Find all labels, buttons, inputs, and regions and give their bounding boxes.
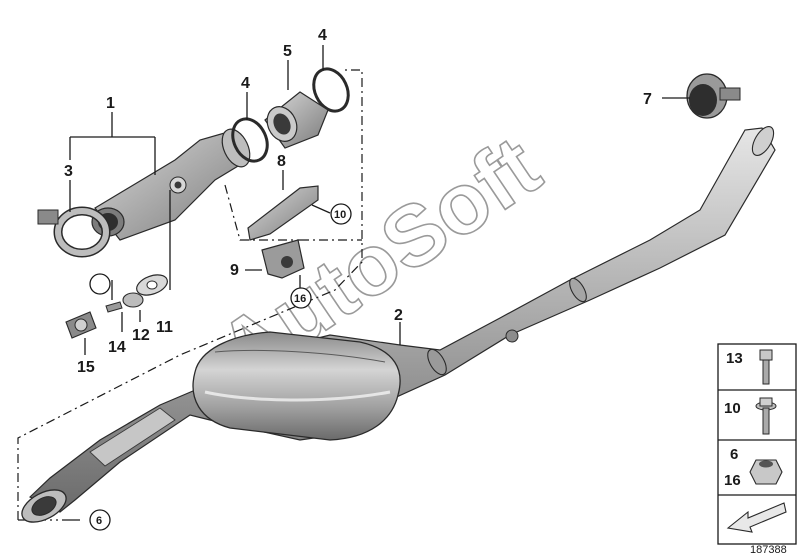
panel-label-13: 13 xyxy=(726,350,743,367)
ref-10: 10 xyxy=(334,209,346,221)
gasket-small-hole xyxy=(146,280,158,290)
hardware-panel: 13 10 6 16 xyxy=(717,343,797,545)
flange-bolt-icon xyxy=(755,397,777,435)
hex-nut-icon xyxy=(749,459,783,485)
callout-11: 11 xyxy=(156,319,173,336)
callout-7: 7 xyxy=(643,91,652,108)
flange-connector xyxy=(264,91,329,149)
panel-label-6: 6 xyxy=(730,446,738,463)
ref-16: 16 xyxy=(294,293,306,305)
panel-label-16: 16 xyxy=(724,472,741,489)
circled-references: 10 16 6 xyxy=(89,203,352,531)
gasket-ring-upper xyxy=(312,67,350,113)
flange-plate xyxy=(122,292,144,308)
bolt-small xyxy=(105,301,123,313)
callout-14: 14 xyxy=(108,339,126,356)
callout-5: 5 xyxy=(283,43,292,60)
callout-4-lower: 4 xyxy=(241,75,250,92)
callout-1: 1 xyxy=(106,95,115,112)
exhaust-pipe-assembly xyxy=(21,126,776,523)
pipe-clamp xyxy=(37,206,111,258)
precat-pipe xyxy=(91,128,251,241)
socket-bolt-icon xyxy=(759,349,773,385)
panel-label-10: 10 xyxy=(724,400,741,417)
callout-9: 9 xyxy=(230,262,239,279)
leader-lines xyxy=(62,45,690,521)
callout-8: 8 xyxy=(277,153,286,170)
rear-clamp xyxy=(686,73,741,119)
rubber-mount xyxy=(261,239,305,279)
callout-4-upper: 4 xyxy=(318,27,327,44)
oxygen-sensor xyxy=(65,311,97,339)
arrow-icon xyxy=(726,502,787,533)
callout-2: 2 xyxy=(394,307,403,324)
image-id: 187388 xyxy=(750,544,787,556)
callout-12: 12 xyxy=(132,327,150,344)
ref-6: 6 xyxy=(96,515,102,527)
gasket-ring-lower xyxy=(231,117,269,163)
callout-3: 3 xyxy=(64,163,73,180)
bracket xyxy=(247,185,319,241)
callout-15: 15 xyxy=(77,359,95,376)
